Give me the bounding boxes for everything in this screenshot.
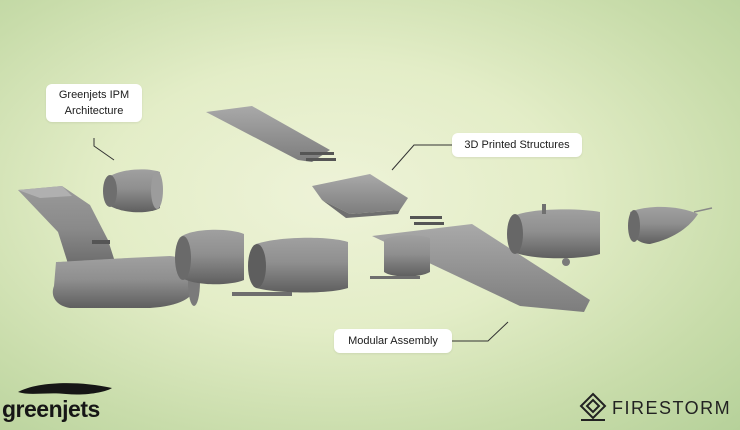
nose-cone-spinner <box>628 206 713 244</box>
leader-line-ipm <box>93 138 115 161</box>
tail-section <box>18 186 200 308</box>
callout-3d-printed-structures: 3D Printed Structures <box>452 133 582 157</box>
fuselage-engine-ring <box>175 229 244 285</box>
upper-wing-panel <box>206 106 336 162</box>
leader-line-3d <box>391 144 452 171</box>
callout-ipm-line1: Greenjets IPM <box>58 89 130 101</box>
greenjets-logo: greenjets <box>2 380 120 428</box>
greenjets-wordmark: greenjets <box>2 396 100 422</box>
callout-ipm-line2: Architecture <box>64 105 124 117</box>
callout-modular-assembly: Modular Assembly <box>334 329 452 353</box>
engine-nacelle-right <box>507 204 600 266</box>
main-wing-assembly <box>370 216 590 312</box>
ipm-engine-nacelle <box>103 169 163 213</box>
firestorm-mark-icon <box>579 392 607 421</box>
firestorm-wordmark: FIRESTORM <box>612 398 732 418</box>
callout-ipm-architecture: Greenjets IPM Architecture <box>46 84 142 122</box>
greenjets-swoosh-icon <box>18 383 112 395</box>
leader-line-modular <box>452 321 509 342</box>
printed-structure-part <box>312 174 408 218</box>
mid-fuselage-module <box>232 237 348 296</box>
firestorm-logo: FIRESTORM <box>578 392 738 424</box>
